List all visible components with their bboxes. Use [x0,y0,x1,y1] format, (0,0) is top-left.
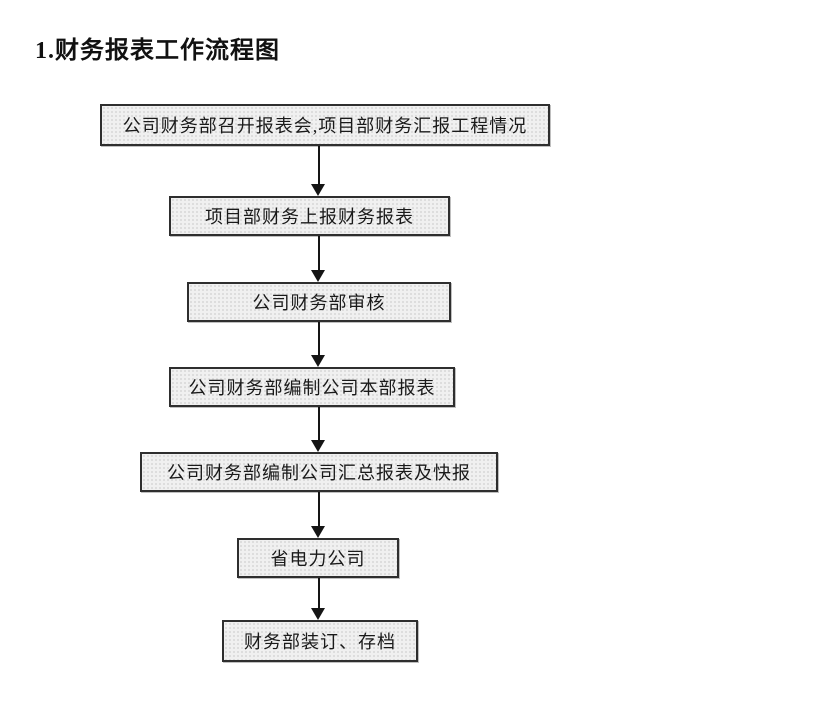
down-arrow-icon [310,322,327,367]
flow-step-review: 公司财务部审核 [187,282,451,322]
flow-step-label: 财务部装订、存档 [244,632,396,652]
arrow-line [317,407,320,442]
arrow-line [317,578,320,610]
flow-step-provincial-power-company: 省电力公司 [237,538,399,578]
arrow-head [311,270,325,282]
flow-step-label: 公司财务部召开报表会,项目部财务汇报工程情况 [122,116,528,136]
down-arrow-icon [310,578,327,620]
flow-step-label: 省电力公司 [270,549,366,569]
flow-step-submit-reports: 项目部财务上报财务报表 [169,196,450,236]
arrow-line [317,492,320,528]
flow-step-label: 公司财务部审核 [252,293,386,313]
arrow-head [311,608,325,620]
flow-step-meeting: 公司财务部召开报表会,项目部财务汇报工程情况 [100,104,550,146]
flow-step-binding-archiving: 财务部装订、存档 [222,620,418,662]
arrow-head [311,526,325,538]
arrow-line [317,236,320,272]
arrow-line [317,146,320,186]
arrow-head [311,355,325,367]
down-arrow-icon [310,407,327,452]
arrow-head [311,440,325,452]
flow-step-hq-reports: 公司财务部编制公司本部报表 [169,367,455,407]
flow-step-label: 公司财务部编制公司汇总报表及快报 [167,463,471,483]
page-title: 1.财务报表工作流程图 [35,38,280,64]
flow-step-label: 公司财务部编制公司本部报表 [188,378,436,398]
arrow-line [317,322,320,357]
down-arrow-icon [310,236,327,282]
down-arrow-icon [310,492,327,538]
flow-step-label: 项目部财务上报财务报表 [205,207,414,227]
down-arrow-icon [310,146,327,196]
arrow-head [311,184,325,196]
flow-step-summary-reports: 公司财务部编制公司汇总报表及快报 [140,452,498,492]
